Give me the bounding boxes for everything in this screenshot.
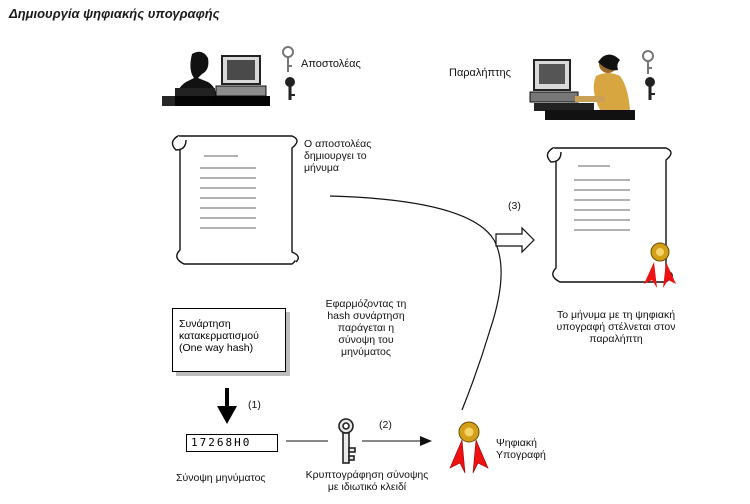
seal-icon-signature: [449, 421, 489, 474]
receiver-label: Παραλήπτης: [449, 67, 511, 79]
page-title: Δημιουργία ψηφιακής υπογραφής: [9, 6, 220, 21]
step-3-label: (3): [508, 200, 521, 212]
step-create-text: Ο αποστολέας δημιουργει το μήνυμα: [304, 138, 372, 174]
hash-box-line: (One way hash): [179, 342, 254, 354]
message-digest-value: 17268H0: [186, 434, 278, 452]
hash-function-box: Συνάρτηση κατακερματισμού (One way hash): [172, 308, 286, 372]
sent-to-receiver-text: Το μήνυμα με τη ψηφιακή υπογραφή στέλνετ…: [556, 309, 676, 345]
seal-icon-document: [644, 242, 676, 288]
encrypt-label: Κρυπτογράφηση σύνοψης με ιδιωτικό κλειδί: [305, 469, 429, 493]
scroll-left-lines: [200, 155, 256, 229]
sender-label: Αποστολέας: [301, 58, 361, 70]
hash-box-line: Συνάρτηση: [179, 318, 231, 330]
scroll-right-lines: [574, 165, 630, 231]
receiver-keys-icon: [642, 50, 655, 100]
receiver-computer-illustration: [529, 54, 640, 120]
flow-curve: [329, 195, 502, 411]
private-key-icon: [338, 418, 356, 464]
digest-label: Σύνοψη μηνύματος: [176, 472, 266, 484]
hash-box-line: κατακερματισμού: [179, 330, 259, 342]
send-arrow: [495, 226, 535, 254]
arrow-right-2: [362, 436, 432, 446]
arrow-down-1: [217, 388, 237, 424]
sender-computer-illustration: [162, 44, 270, 106]
sender-keys-icon: [282, 46, 295, 100]
hash-description: Εφαρμόζοντας τη hash συνάρτηση παράγεται…: [325, 298, 407, 358]
message-scroll-right: [546, 147, 673, 283]
signature-label: Ψηφιακή Υπογραφή: [496, 437, 546, 461]
step-2-label: (2): [379, 419, 392, 431]
step-1-label: (1): [248, 399, 261, 411]
message-scroll-left: [171, 135, 299, 265]
